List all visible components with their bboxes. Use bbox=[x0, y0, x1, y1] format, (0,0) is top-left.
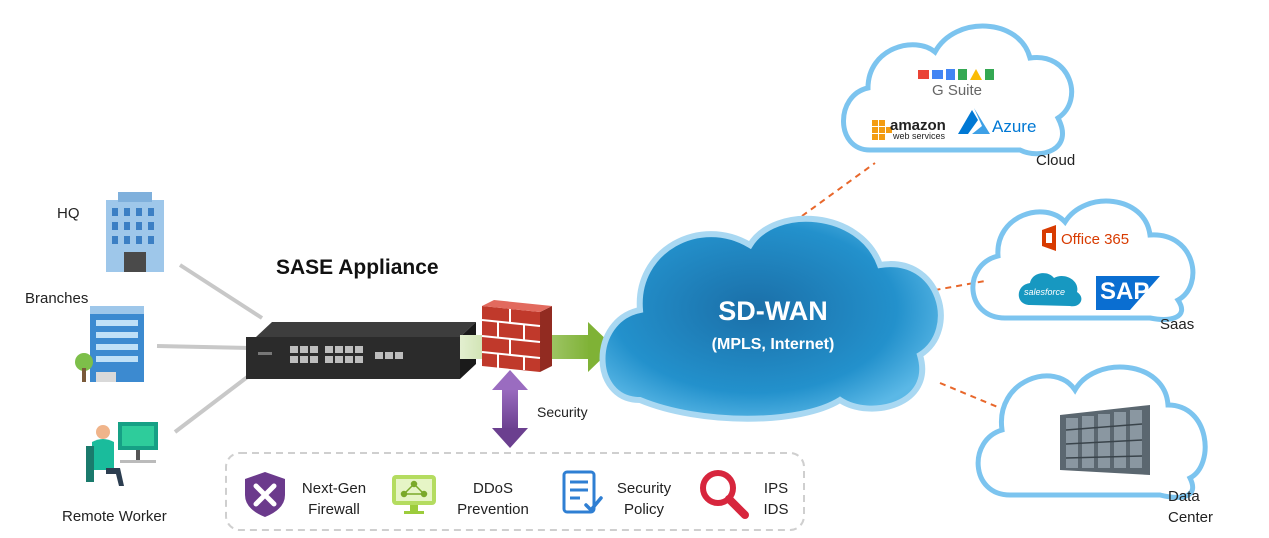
sap-logo-icon bbox=[1096, 276, 1160, 310]
firewall-wall-icon bbox=[481, 300, 552, 372]
datacenter-label: Data Center bbox=[1168, 486, 1213, 528]
datacenter-link bbox=[939, 382, 1001, 409]
saas-label: Saas bbox=[1160, 316, 1195, 333]
office365-logo-icon bbox=[1042, 225, 1056, 251]
salesforce-logo-icon bbox=[1018, 273, 1082, 307]
security-double-arrow bbox=[492, 370, 528, 448]
datacenter-label-line2: Center bbox=[1168, 509, 1214, 526]
sap-label: SAP bbox=[1100, 278, 1150, 305]
azure-label: Azure bbox=[992, 117, 1037, 136]
site-links bbox=[156, 263, 264, 434]
sdwan-cloud-shape bbox=[599, 215, 944, 422]
cloud-outline-saas bbox=[970, 198, 1196, 322]
aws-logo-icon bbox=[872, 120, 892, 140]
remote-link bbox=[173, 373, 252, 434]
branch-link bbox=[156, 344, 251, 350]
security-features-box bbox=[225, 452, 805, 531]
branches-label: Branches bbox=[25, 290, 89, 307]
datacenter-servers-icon bbox=[1060, 405, 1150, 475]
sase-appliance-device bbox=[246, 322, 476, 379]
office365-label: Office 365 bbox=[1061, 231, 1130, 248]
feature-line2: Firewall bbox=[308, 501, 360, 518]
amazon-label: amazon bbox=[890, 117, 946, 134]
feature-line2: Prevention bbox=[457, 501, 529, 518]
feature-ddos-prevention: DDoS Prevention bbox=[446, 478, 540, 520]
feature-ips-ids: IPS IDS bbox=[756, 478, 796, 520]
remote-worker-icon bbox=[86, 422, 158, 486]
next-gen-firewall-icon bbox=[245, 472, 285, 517]
feature-next-gen-firewall: Next-Gen Firewall bbox=[292, 478, 376, 520]
cloud-link bbox=[801, 162, 876, 217]
cloud-label: Cloud bbox=[1036, 152, 1076, 169]
feature-line1: DDoS bbox=[472, 480, 513, 497]
aws-sub-label: web services bbox=[893, 131, 946, 141]
gsuite-label: G Suite bbox=[932, 82, 983, 99]
ips-ids-magnifier-icon bbox=[700, 470, 749, 519]
remote-worker-label: Remote Worker bbox=[62, 508, 167, 525]
feature-security-policy: Security Policy bbox=[606, 478, 682, 520]
sdwan-subtitle: (MPLS, Internet) bbox=[711, 336, 835, 353]
cloud-outline-top bbox=[841, 23, 1075, 157]
feature-line2: Policy bbox=[623, 501, 664, 518]
security-policy-icon bbox=[562, 470, 603, 514]
feature-line1: IPS bbox=[763, 480, 789, 497]
gsuite-apps-icon bbox=[918, 69, 994, 80]
feature-line2: IDS bbox=[763, 501, 789, 518]
hq-label: HQ bbox=[57, 205, 80, 222]
hq-building-icon bbox=[106, 192, 164, 272]
branches-building-icon bbox=[75, 306, 144, 382]
sase-appliance-title: SASE Appliance bbox=[276, 256, 439, 279]
datacenter-label-line1: Data bbox=[1168, 488, 1200, 505]
sdwan-title: SD-WAN bbox=[718, 296, 828, 326]
hq-link bbox=[178, 263, 264, 320]
ddos-prevention-icon bbox=[392, 475, 436, 514]
feature-line1: Next-Gen bbox=[301, 480, 367, 497]
cloud-outline-datacenter bbox=[975, 364, 1208, 500]
feature-line1: Security bbox=[616, 480, 672, 497]
azure-logo-icon bbox=[958, 108, 990, 134]
security-label: Security bbox=[537, 404, 588, 420]
salesforce-label: salesforce bbox=[1024, 287, 1066, 297]
